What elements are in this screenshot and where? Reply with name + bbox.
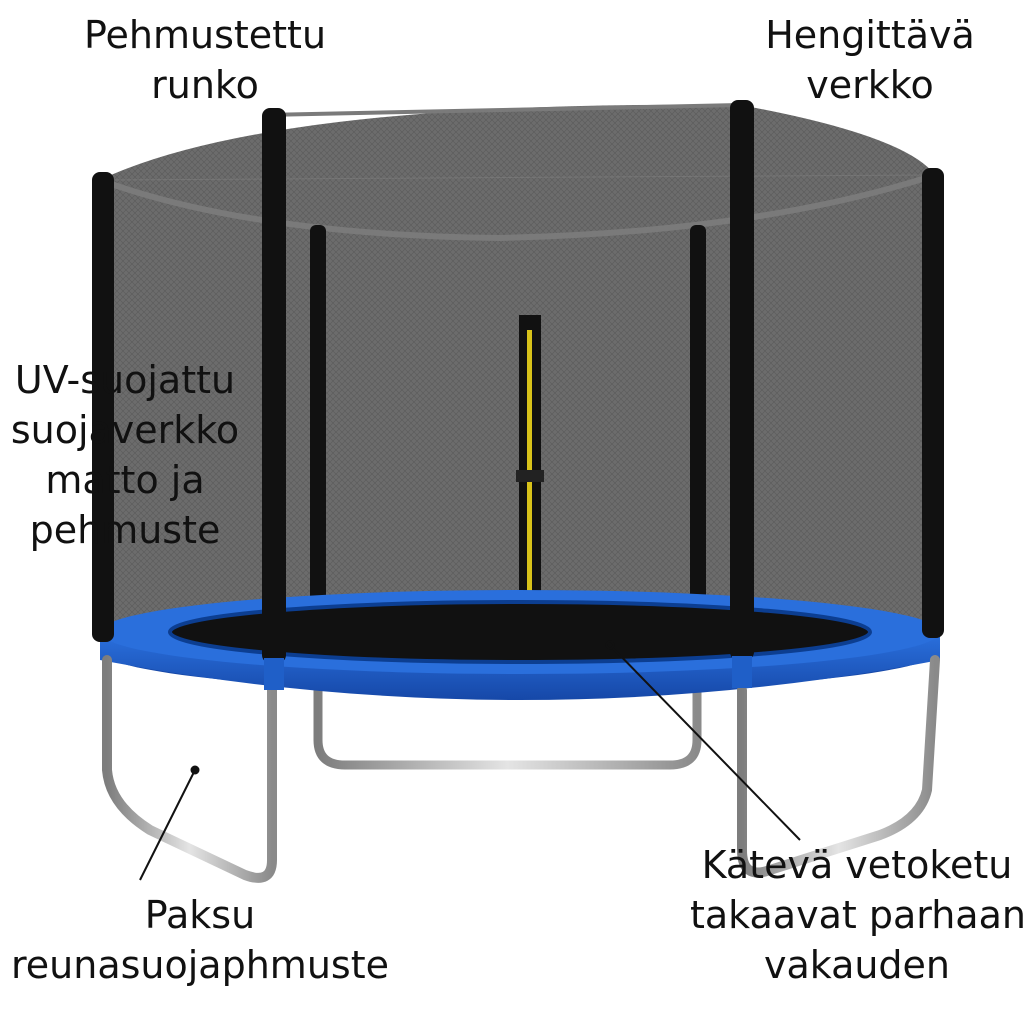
label-uv-protection-line-2: suojaverkko — [10, 408, 240, 452]
net-zipper — [516, 315, 544, 675]
rear-poles — [310, 225, 706, 605]
safety-net — [98, 103, 936, 631]
front-leg-frames — [102, 655, 940, 883]
label-breathable-net-line-2: verkko — [806, 63, 934, 107]
label-padded-frame-line-2: runko — [151, 63, 259, 107]
label-uv-protection-line-4: pehmuste — [29, 508, 221, 552]
label-uv-protection-line-3: matto ja — [45, 458, 205, 502]
label-uv-protection: UV-suojattu suojaverkko matto ja pehmust… — [0, 355, 250, 555]
edge-padding-ring — [100, 590, 940, 700]
label-thick-edge-padding-line-1: Paksu — [144, 893, 256, 937]
label-thick-edge-padding: Paksu reunasuojaphmuste — [0, 890, 400, 990]
label-breathable-net: Hengittävä verkko — [730, 10, 1010, 110]
label-padded-frame: Pehmustettu runko — [40, 10, 370, 110]
label-thick-edge-padding-line-2: reunasuojaphmuste — [11, 943, 389, 987]
label-uv-protection-line-1: UV-suojattu — [14, 358, 236, 402]
label-padded-frame-line-1: Pehmustettu — [83, 13, 327, 57]
callout-lines — [139, 640, 801, 881]
label-breathable-net-line-1: Hengittävä — [765, 13, 975, 57]
label-zipper-stability-line-2: takaavat parhaan — [690, 893, 1024, 937]
front-poles — [92, 100, 944, 690]
label-zipper-stability-line-1: Kätevä vetoketu — [701, 843, 1013, 887]
label-zipper-stability: Kätevä vetoketu takaavat parhaan vakaude… — [690, 840, 1024, 990]
label-zipper-stability-line-3: vakauden — [763, 943, 951, 987]
